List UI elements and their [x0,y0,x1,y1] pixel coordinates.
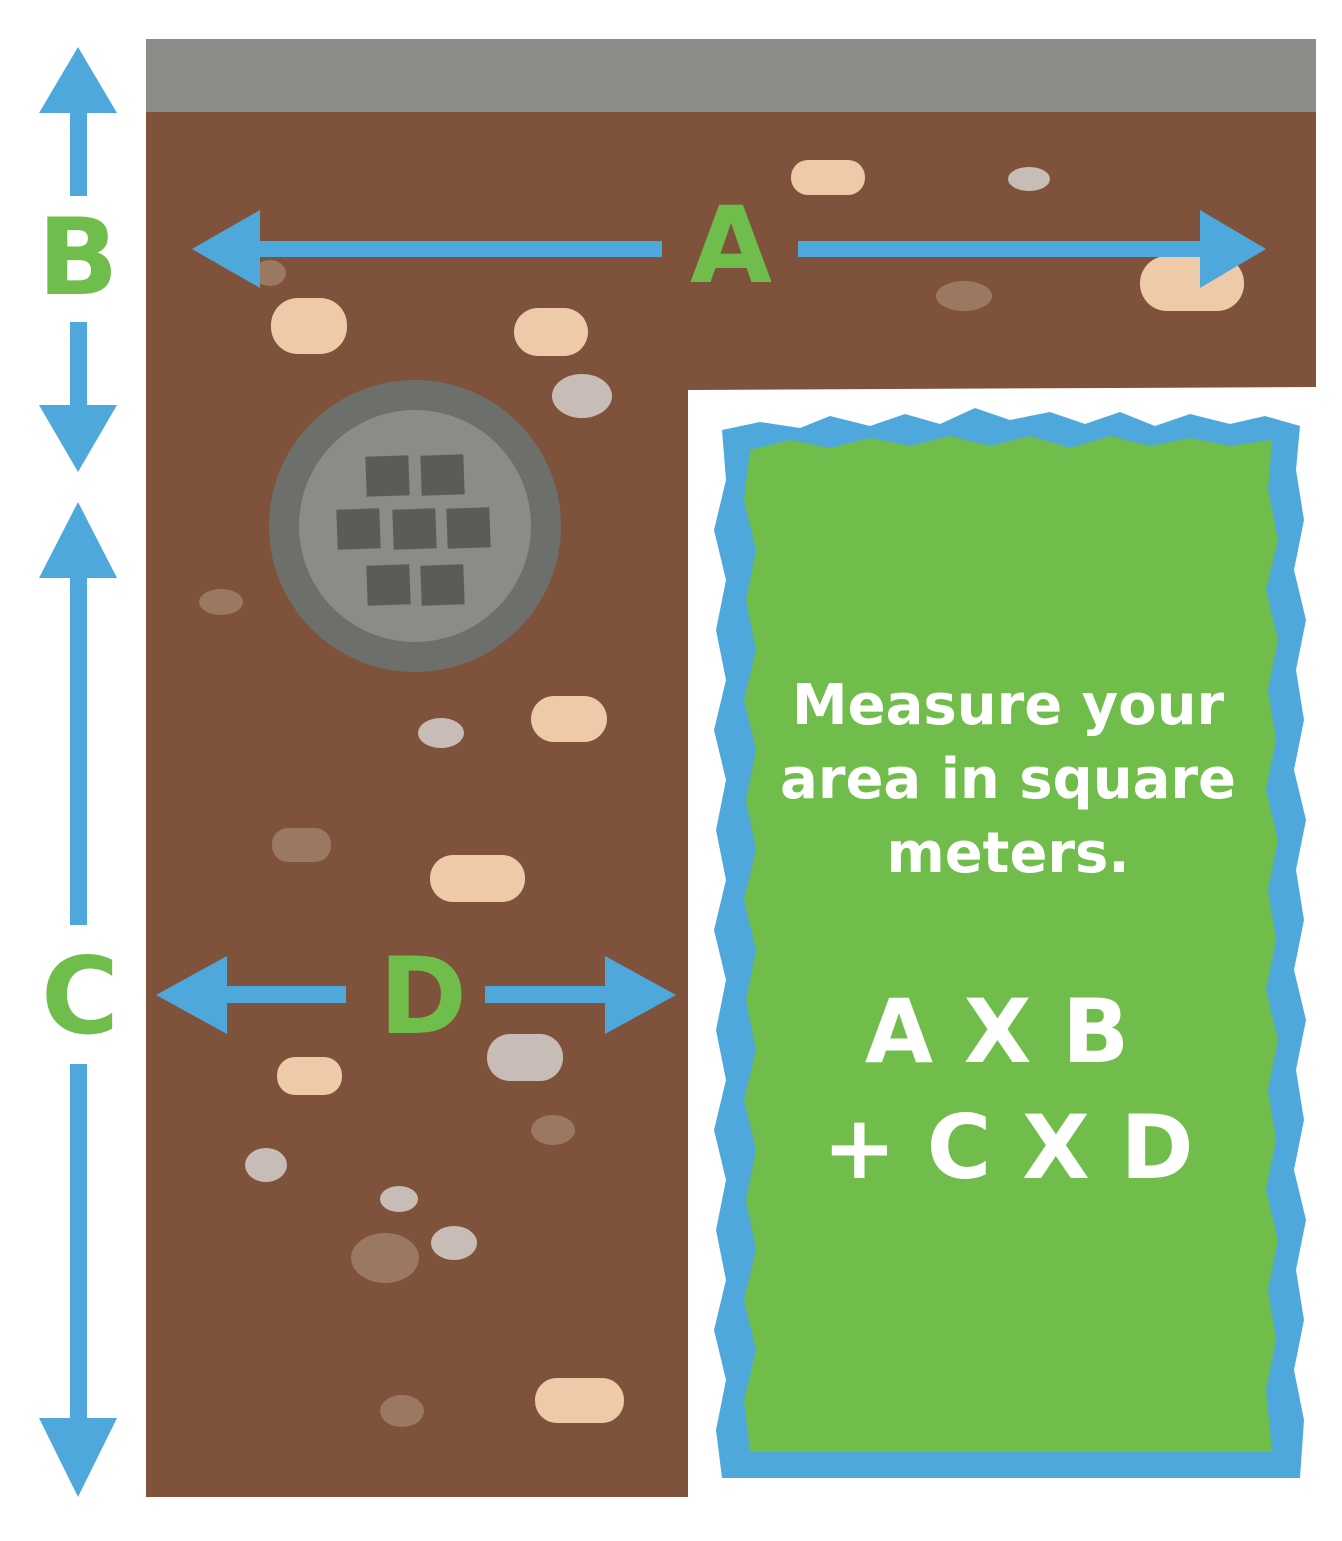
pebble [418,718,464,748]
pebble [791,160,865,195]
arrow-c [39,502,117,1497]
pebble [351,1233,419,1283]
pebble [277,1057,342,1095]
pebble [245,1148,287,1182]
instruction-line-2: area in square [780,747,1236,812]
pebble [271,298,347,354]
arrow-b [39,47,117,472]
label-b: B [38,196,119,319]
label-a: A [690,184,772,307]
arrow-a [192,210,1266,288]
pebble [380,1395,424,1427]
grass-field [744,436,1278,1452]
pebble [272,828,331,862]
concrete-strip [146,39,1316,114]
pebbles [199,160,1244,1427]
double-headed-arrow-icon [39,47,117,472]
double-headed-arrow-icon [39,502,117,1497]
pebble [531,696,607,742]
formula-text: A X B + C X D [822,980,1193,1199]
arrow-d [156,956,676,1034]
pebble [487,1034,563,1081]
pebble [514,308,588,356]
pebble [254,260,286,286]
pebble [431,1226,477,1260]
pebble [531,1115,575,1145]
instruction-line-1: Measure your [792,673,1225,738]
pebble [552,374,612,418]
pebble [199,589,243,615]
drain-grate-icon [269,380,561,672]
pebble [1008,167,1050,191]
instruction-text: Measure your area in square meters. [780,673,1236,886]
instruction-line-3: meters. [886,821,1129,886]
formula-line-1: A X B [865,980,1129,1083]
pebble [936,281,992,311]
double-headed-arrow-icon [192,210,1266,288]
double-headed-arrow-icon [156,956,676,1034]
pebble [430,855,525,902]
formula-line-2: + C X D [822,1096,1193,1199]
grass-area [714,408,1306,1478]
pebble [535,1378,624,1423]
label-d: D [379,935,467,1058]
label-c: C [41,935,119,1058]
pebble [380,1186,418,1212]
